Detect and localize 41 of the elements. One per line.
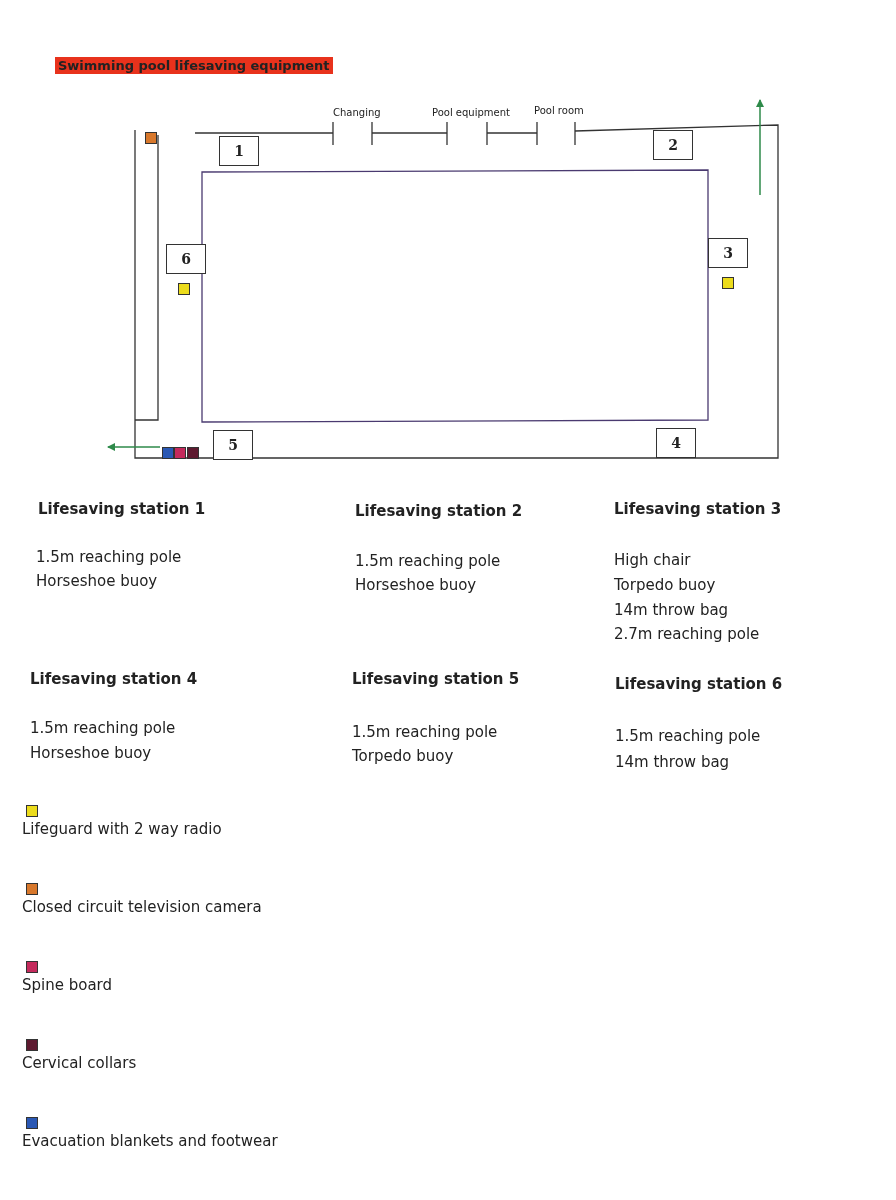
station-number-box (708, 238, 748, 268)
station-number: 1 (234, 143, 244, 159)
equipment-item: Torpedo buoy (352, 747, 454, 765)
legend-label: Closed circuit television camera (22, 898, 262, 916)
station-number: 6 (181, 251, 191, 267)
station-heading: Lifesaving station 6 (615, 675, 783, 693)
legend-label: Lifeguard with 2 way radio (22, 820, 222, 838)
equipment-item: Horseshoe buoy (36, 572, 158, 590)
station-number: 4 (671, 435, 681, 451)
station-number: 5 (228, 437, 238, 453)
equipment-item: 1.5m reaching pole (615, 727, 761, 745)
legend-label: Cervical collars (22, 1054, 137, 1072)
room-label: Changing (333, 107, 381, 118)
station-number-box (656, 428, 696, 458)
equipment-item: 2.7m reaching pole (614, 625, 760, 643)
station-number-box (219, 136, 259, 166)
equipment-item: 14m throw bag (615, 753, 730, 771)
station-number: 2 (668, 137, 678, 153)
station-heading: Lifesaving station 3 (614, 500, 782, 518)
equipment-item: 1.5m reaching pole (30, 719, 176, 737)
station-heading: Lifesaving station 2 (355, 502, 523, 520)
station-number-box (166, 244, 206, 274)
station-number-box (213, 430, 253, 460)
station-heading: Lifesaving station 4 (30, 670, 198, 688)
legend-label: Spine board (22, 976, 113, 994)
equipment-item: Horseshoe buoy (355, 576, 477, 594)
room-label: Pool room (534, 105, 584, 116)
room-label: Pool equipment (432, 107, 510, 118)
station-heading: Lifesaving station 1 (38, 500, 206, 518)
equipment-item: 14m throw bag (614, 601, 729, 619)
equipment-item: 1.5m reaching pole (352, 723, 498, 741)
station-number: 3 (723, 245, 733, 261)
title: Swimming pool lifesaving equipment (55, 57, 333, 74)
legend-label: Evacuation blankets and footwear (22, 1132, 278, 1150)
equipment-item: Horseshoe buoy (30, 744, 152, 762)
equipment-item: High chair (614, 551, 691, 569)
equipment-item: 1.5m reaching pole (36, 548, 182, 566)
equipment-item: 1.5m reaching pole (355, 552, 501, 570)
equipment-item: Torpedo buoy (614, 576, 716, 594)
station-heading: Lifesaving station 5 (352, 670, 520, 688)
station-number-box (653, 130, 693, 160)
